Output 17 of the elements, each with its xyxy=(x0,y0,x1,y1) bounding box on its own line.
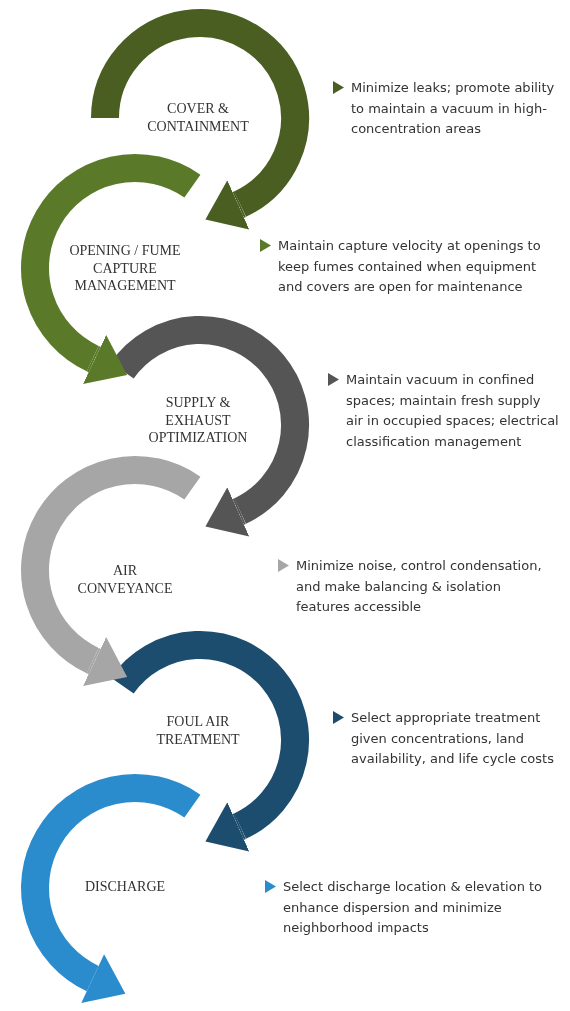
description-text: Minimize leaks; promote ability to maintain a vacuum in high-concentration areas xyxy=(351,79,556,138)
arrow xyxy=(205,487,250,537)
description-text: Maintain vacuum in confined spaces; maintain fresh supply air in occupied spaces; electrical classification management xyxy=(346,371,560,451)
stage-title: FOUL AIR TREATMENT xyxy=(155,713,241,748)
description-text: Select discharge location & elevation to enhance dispersion and minimize neighborhood impacts xyxy=(283,878,544,937)
arrow xyxy=(83,637,128,686)
arrow xyxy=(205,180,250,230)
description-text: Maintain capture velocity at openings to keep fumes contained when equipment and covers are open for maintenance xyxy=(278,237,542,296)
arrow xyxy=(205,802,250,852)
stage-title: SUPPLY & EXHAUST OPTIMIZATION xyxy=(147,394,249,447)
description-text: Select appropriate treatment given concentrations, land availability, and life cycle costs xyxy=(351,709,555,768)
stage-title: DISCHARGE xyxy=(83,878,167,896)
stage-title: OPENING / FUME CAPTURE MANAGEMENT xyxy=(68,242,182,295)
stage-title: AIR CONVEYANCE xyxy=(76,562,174,597)
arrow xyxy=(83,335,128,384)
stage-title: COVER & CONTAINMENT xyxy=(146,100,250,135)
description-text: Minimize noise, control condensation, and make balancing & isolation features accessible xyxy=(296,557,543,616)
